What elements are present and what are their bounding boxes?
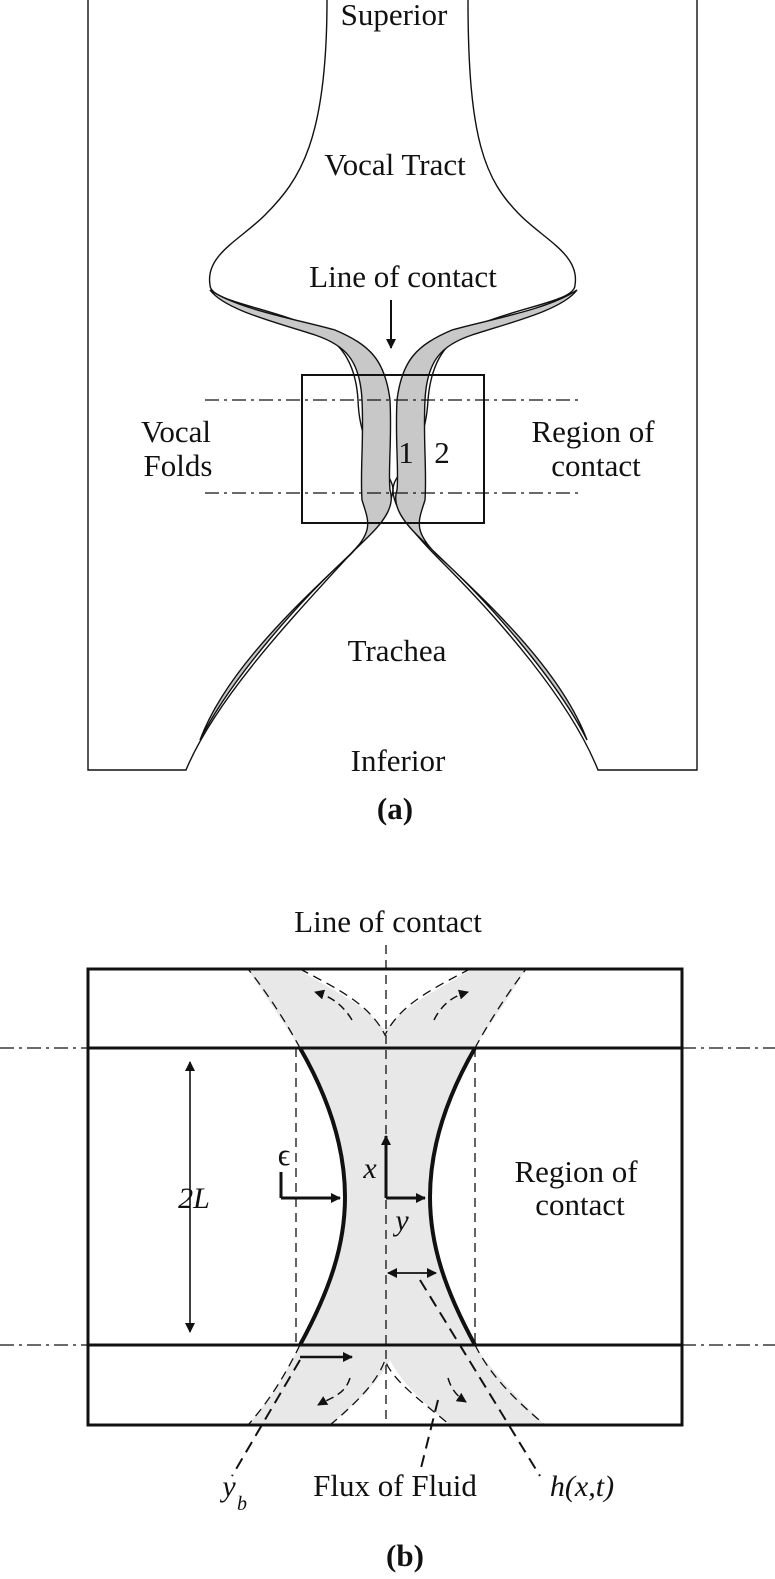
fold-wall-left <box>298 1047 348 1346</box>
epsilon-label: ϵ <box>278 1137 291 1172</box>
dashed-fold-bottom-left <box>247 1344 301 1426</box>
panel-b: Line of contact 2L ϵ x y Region of conta… <box>0 904 775 1573</box>
fold-wall-right <box>427 1047 477 1346</box>
flow-arrow-bottom-left <box>317 1377 351 1406</box>
vocal-fold-right <box>395 289 588 741</box>
two-l-label: 2L <box>178 1182 210 1215</box>
flow-arrow-top-right <box>433 989 469 1021</box>
y-axis-label: y <box>392 1204 409 1237</box>
zone-1-label: 1 <box>398 435 414 470</box>
dashed-fold-top-right <box>474 968 527 1049</box>
region-of-contact-box <box>301 374 485 524</box>
line-of-contact-label: Line of contact <box>309 259 497 294</box>
region-of-contact-label-1: Region of <box>531 414 655 449</box>
line-of-contact-label-b: Line of contact <box>294 904 482 939</box>
zone-2-label: 2 <box>434 435 450 470</box>
vocal-folds-label-2: Folds <box>144 448 213 483</box>
y-b-leader <box>231 1359 301 1477</box>
flux-leader <box>419 1399 439 1473</box>
inferior-label: Inferior <box>351 743 446 778</box>
dashed-fold-top-left <box>247 968 301 1049</box>
y-b-subscript: b <box>237 1493 247 1515</box>
dashed-inner-bottom <box>329 1358 451 1426</box>
region-of-contact-label-2: contact <box>551 448 641 483</box>
region-of-contact-label-b-1: Region of <box>514 1154 638 1189</box>
domain-box-b <box>86 967 684 1427</box>
dashed-inner-top <box>299 968 471 1037</box>
panel-a: Superior Vocal Tract Line of contact Voc… <box>87 0 698 826</box>
airway-outline <box>87 0 394 771</box>
h-leader <box>419 1279 541 1477</box>
region-of-contact-label-b-2: contact <box>535 1187 625 1222</box>
flow-arrow-bottom-right <box>447 1377 467 1403</box>
vocal-folds-label-1: Vocal <box>141 414 211 449</box>
dashed-fold-bottom-right <box>474 1344 546 1426</box>
airway-outline-right <box>392 0 698 771</box>
vocal-fold-left <box>199 289 392 741</box>
flux-of-fluid-label: Flux of Fluid <box>313 1468 477 1503</box>
trachea-label: Trachea <box>348 633 447 668</box>
flow-arrow-top-left <box>314 989 353 1021</box>
vocal-tract-label: Vocal Tract <box>324 147 466 182</box>
h-x-t-label: h(x,t) <box>550 1470 614 1503</box>
x-axis-label: x <box>362 1152 377 1185</box>
caption-a: (a) <box>377 791 413 826</box>
superior-label: Superior <box>341 0 448 32</box>
y-b-label: y <box>219 1470 236 1503</box>
caption-b: (b) <box>386 1538 424 1573</box>
